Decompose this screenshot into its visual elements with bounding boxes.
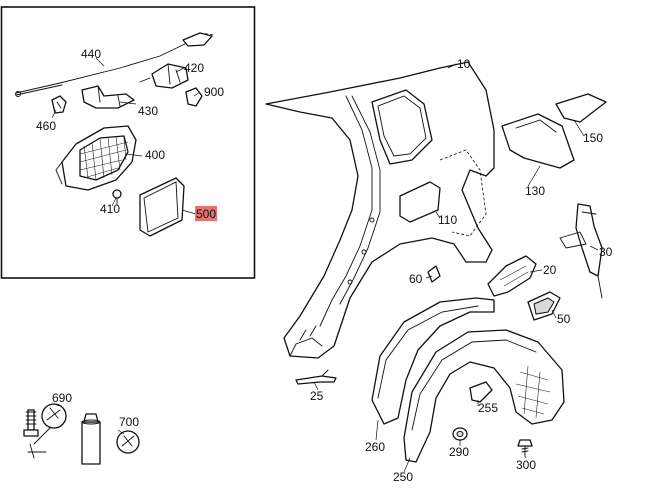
callout-255: 255	[478, 401, 498, 415]
part-410-screw[interactable]	[112, 189, 122, 205]
part-430-bracket[interactable]	[81, 85, 135, 109]
part-290-grommet[interactable]	[452, 427, 468, 441]
part-250-arch-liner[interactable]	[403, 329, 565, 463]
callout-420: 420	[184, 61, 204, 75]
callout-110: 110	[438, 213, 457, 227]
part-130-panel-piece[interactable]	[501, 113, 575, 169]
part-700-sealant-can[interactable]	[81, 413, 140, 465]
callout-50: 50	[557, 312, 571, 326]
inset-frame	[0, 6, 256, 279]
callout-400: 400	[145, 148, 165, 162]
callout-130: 130	[525, 184, 545, 198]
callout-500: 500	[196, 207, 216, 221]
callout-410: 410	[100, 202, 120, 216]
callout-690: 690	[52, 391, 72, 405]
callout-60: 60	[409, 272, 423, 286]
callout-25: 25	[310, 389, 324, 403]
part-300-screw[interactable]	[517, 439, 533, 457]
leader-lines	[51, 57, 599, 473]
callout-300: 300	[516, 458, 536, 472]
callout-440: 440	[81, 47, 101, 61]
part-25-strip[interactable]	[295, 369, 337, 385]
callout-30: 30	[599, 245, 613, 259]
part-110-filler-recess[interactable]	[399, 181, 441, 223]
part-50-module[interactable]	[527, 291, 561, 321]
part-260-arch-flare[interactable]	[371, 297, 495, 425]
callout-150: 150	[583, 131, 603, 145]
callout-20: 20	[543, 263, 557, 277]
callout-430: 430	[138, 104, 158, 118]
part-30-bracket[interactable]	[559, 203, 603, 299]
callout-290: 290	[449, 445, 469, 459]
callout-700: 700	[119, 415, 139, 429]
callout-labels: 440 420 900 460 430 400 410 500 10 150 1…	[36, 47, 613, 484]
part-440-release-cable[interactable]	[15, 32, 215, 97]
callout-10: 10	[457, 57, 471, 71]
callout-900: 900	[204, 85, 224, 99]
part-20-cover[interactable]	[487, 255, 537, 297]
part-255-pad[interactable]	[469, 381, 493, 403]
part-500-fuel-flap[interactable]	[139, 177, 185, 237]
part-10-side-panel[interactable]	[265, 61, 495, 359]
part-420-actuator[interactable]	[139, 63, 189, 89]
part-690-bolt-kit[interactable]	[23, 403, 67, 459]
highlight-500	[195, 206, 217, 221]
callout-260: 260	[365, 440, 385, 454]
callout-460: 460	[36, 119, 56, 133]
callout-250: 250	[393, 470, 413, 484]
part-150-trim[interactable]	[555, 93, 607, 123]
part-900-connector[interactable]	[185, 87, 203, 107]
part-60-clip[interactable]	[427, 265, 441, 283]
part-400-filler-housing[interactable]	[55, 125, 137, 191]
part-460-clip[interactable]	[51, 95, 67, 114]
